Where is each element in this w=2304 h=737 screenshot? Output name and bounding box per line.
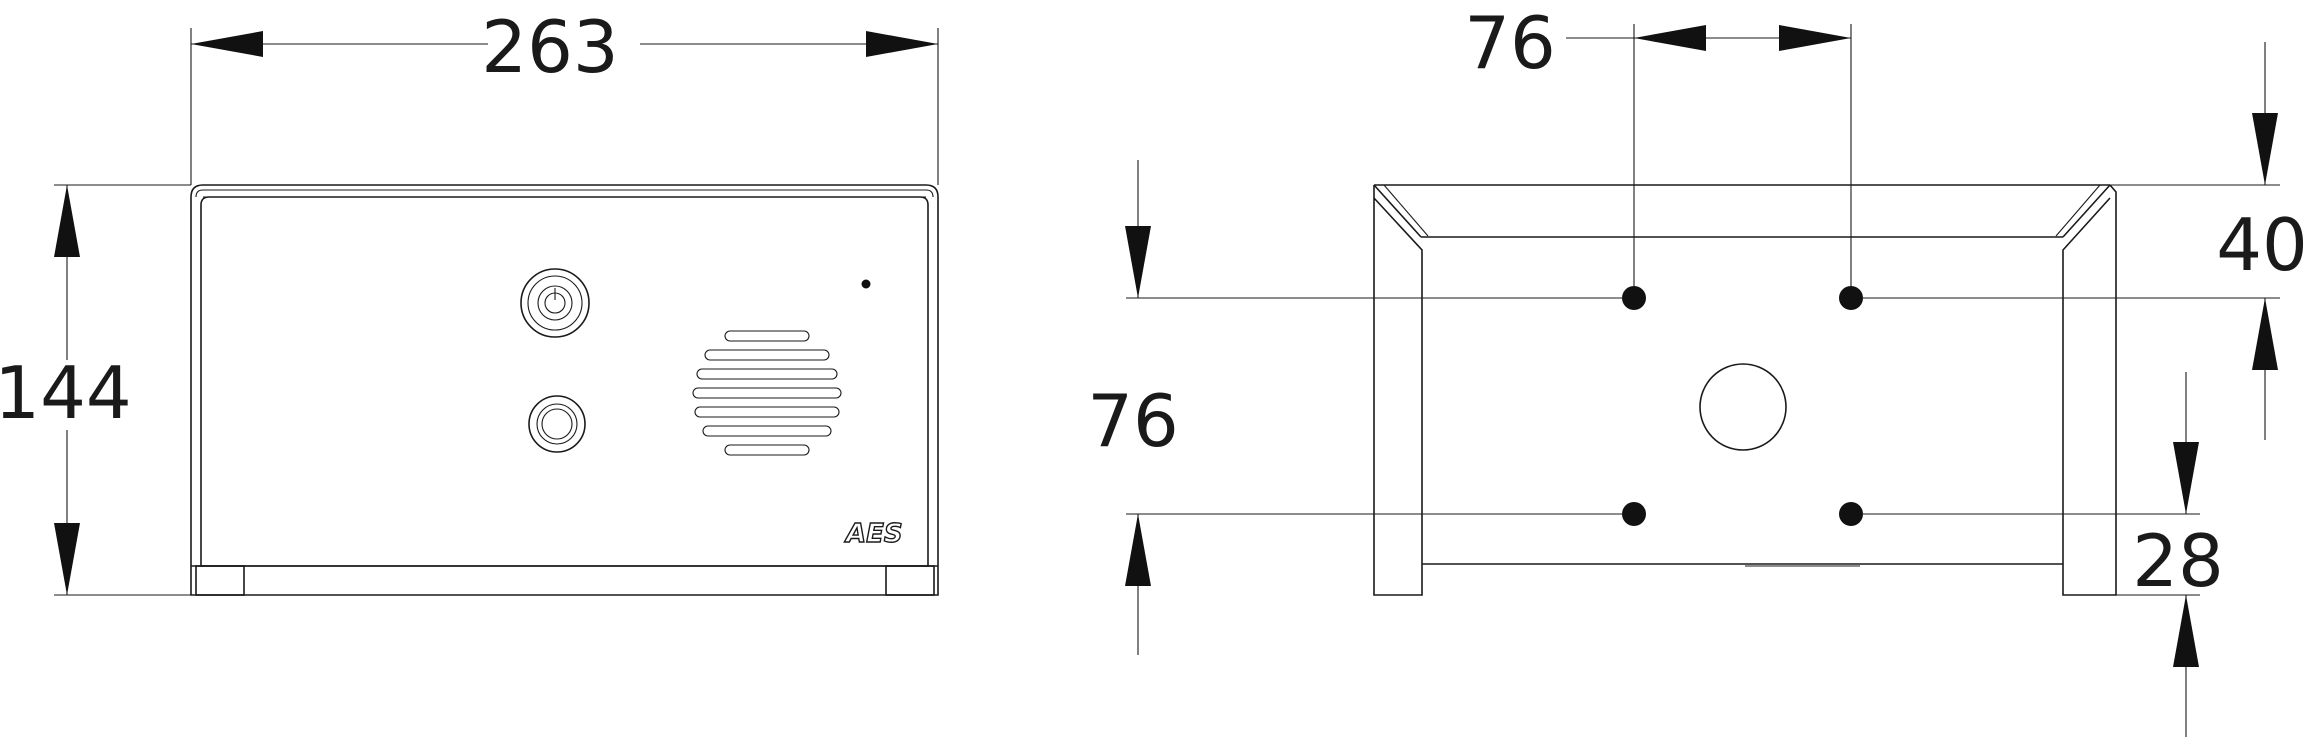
- back-view: 76 76 40: [1087, 1, 2304, 737]
- left-foot: [195, 565, 245, 596]
- hole-spacing-vertical-dimension: 76: [1087, 160, 1622, 655]
- mounting-hole-top-right: [1839, 286, 1863, 310]
- right-foot: [885, 565, 935, 596]
- bottom-offset-dimension: 28: [1863, 372, 2224, 737]
- front-housing: [190, 184, 939, 596]
- width-dim-label: 263: [481, 5, 618, 89]
- hole-spacing-vertical-label: 76: [1087, 379, 1179, 463]
- push-button: [528, 395, 586, 453]
- width-dimension: 263: [190, 5, 939, 185]
- hole-spacing-horizontal-label: 76: [1464, 1, 1556, 85]
- height-dim-label: 144: [0, 351, 132, 435]
- speaker-grille: [692, 330, 842, 456]
- top-offset-dimension: 40: [1863, 42, 2304, 440]
- height-dimension: 144: [0, 184, 196, 596]
- front-view: AES 263 144: [0, 5, 939, 596]
- top-offset-label: 40: [2216, 203, 2304, 287]
- bottom-offset-label: 28: [2132, 519, 2224, 603]
- key-switch: [520, 268, 590, 338]
- hole-spacing-horizontal-dimension: 76: [1464, 1, 1852, 286]
- rear-housing: [1373, 184, 2117, 596]
- mounting-hole-top-left: [1622, 286, 1646, 310]
- mounting-hole-bottom-left: [1622, 502, 1646, 526]
- brand-logo: AES: [844, 519, 903, 549]
- cable-entry-hole: [1699, 363, 1787, 451]
- led-indicator: [861, 279, 871, 289]
- mounting-hole-bottom-right: [1839, 502, 1863, 526]
